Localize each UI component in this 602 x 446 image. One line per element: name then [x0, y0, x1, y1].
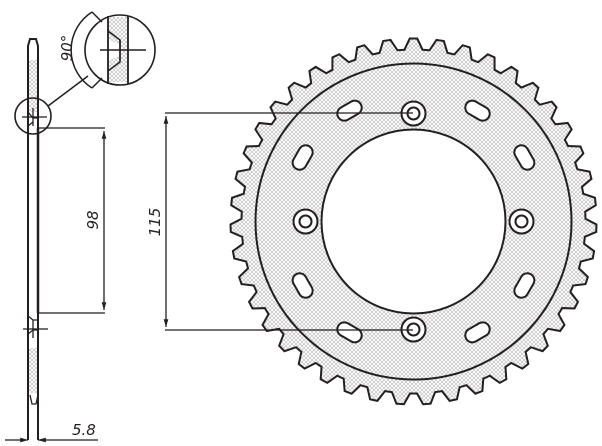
sprocket-teeth-outline — [229, 37, 598, 406]
lightening-slot — [464, 321, 491, 344]
dimension-5-8: 5.8 — [5, 421, 98, 443]
angle-dimension-label: 90° — [58, 35, 76, 62]
thickness-dimension-label: 5.8 — [72, 421, 96, 439]
detail-callout-circle — [14, 97, 52, 135]
bore-dimension-label: 98 — [84, 210, 102, 229]
lightening-slot — [513, 272, 536, 299]
bolt-holes — [292, 100, 535, 343]
lightening-slot — [336, 99, 363, 122]
bolt-hole — [298, 214, 313, 229]
sprocket-side-view — [14, 38, 89, 440]
sprocket-front-view — [229, 37, 598, 406]
lightening-slot — [291, 272, 314, 299]
bolt-hole — [514, 214, 529, 229]
lightening-slot — [513, 144, 536, 171]
pcd-dimension-label: 115 — [146, 208, 164, 237]
root-ring-circle — [254, 62, 573, 381]
lightening-slots — [291, 99, 536, 344]
lightening-slot — [464, 99, 491, 122]
detail-magnified-view: 90° — [58, 11, 156, 89]
lightening-slot — [291, 144, 314, 171]
lightening-slot — [336, 321, 363, 344]
dimension-115: 115 — [146, 112, 413, 331]
dimension-98: 98 — [39, 127, 107, 314]
